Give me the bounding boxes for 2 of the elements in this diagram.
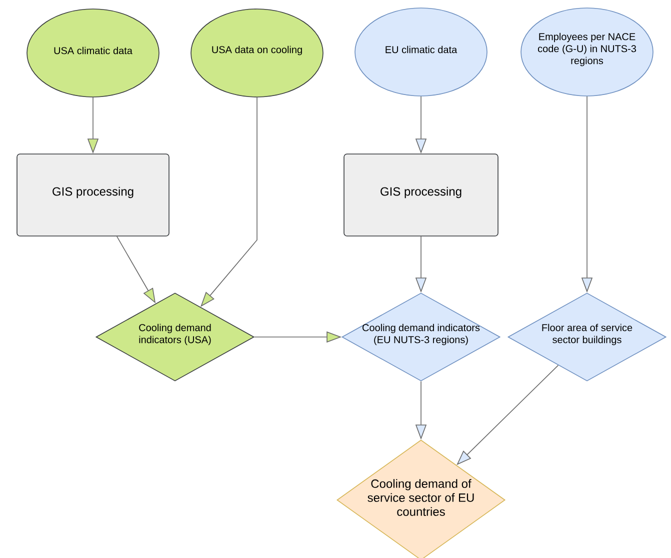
process-box: GIS processing	[344, 154, 498, 236]
process-box: GIS processing	[16, 154, 170, 236]
